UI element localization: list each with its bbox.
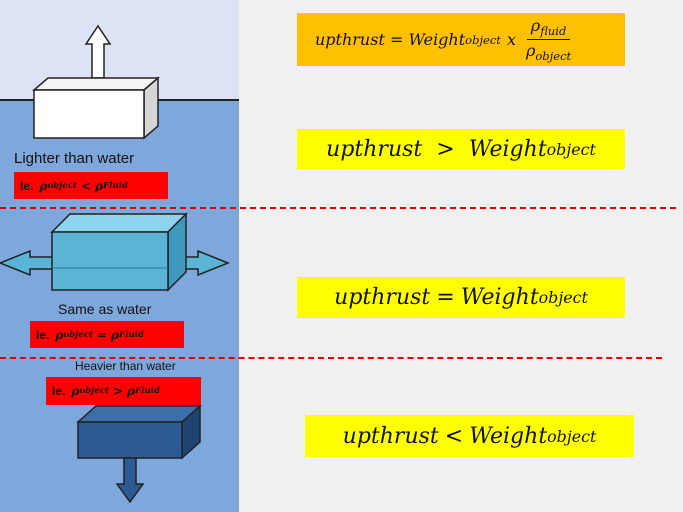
rho-symbol: ρ: [39, 178, 48, 193]
rho-symbol: ρ: [95, 178, 104, 193]
formula-times: x: [506, 30, 516, 49]
equation-operator: <: [444, 423, 464, 449]
down-arrow-icon: [115, 457, 145, 504]
caption-lighter: Lighter than water: [14, 150, 135, 167]
equation-operator: >: [436, 136, 455, 162]
equation-lhs: upthrust: [342, 423, 439, 449]
formula-lhs: upthrust = Weight: [315, 30, 466, 49]
equation-subscript: object: [546, 139, 596, 159]
rho-subscript: object: [535, 49, 572, 64]
caption-same: Same as water: [58, 301, 152, 317]
rho-subscript: object: [63, 329, 93, 340]
caption-heavier: Heavier than water: [75, 359, 176, 373]
floating-box: [31, 76, 161, 140]
equation-rhs: Weight: [468, 136, 547, 162]
formula-lhs-subscript: object: [465, 32, 501, 47]
neutral-box: [50, 212, 188, 292]
equation-rhs: Weight: [460, 285, 539, 310]
up-arrow-icon: [84, 24, 112, 79]
comparison-operator: >: [112, 384, 124, 398]
ie-label: Ie.: [52, 384, 66, 398]
equation-subscript: object: [547, 426, 597, 446]
equation-subscript: object: [538, 288, 588, 307]
ie-label: Ie.: [36, 327, 50, 342]
rho-subscript: object: [47, 180, 77, 191]
rho-symbol: ρ: [71, 384, 80, 398]
equation-rhs: Weight: [469, 423, 548, 449]
rho-symbol: ρ: [525, 41, 536, 60]
objects-drawing: [0, 24, 231, 504]
fraction-numerator: ρfluid: [526, 15, 571, 40]
rho-symbol: ρ: [530, 15, 541, 35]
rho-subscript: Fluid: [103, 180, 128, 191]
rho-subscript: object: [79, 386, 109, 396]
comparison-operator: =: [96, 327, 108, 342]
separator-dashed-line: [0, 207, 676, 209]
rho-symbol: ρ: [55, 327, 64, 342]
separator-dashed-line: [0, 357, 662, 359]
comparison-operator: <: [80, 178, 92, 193]
sinking-box: [76, 404, 202, 460]
rho-subscript: Fluid: [135, 386, 160, 396]
density-fraction: ρfluid ρobject: [522, 16, 575, 63]
fraction-denominator: ρobject: [522, 40, 575, 63]
equation-lhs: upthrust: [334, 285, 431, 310]
ie-label: Ie.: [20, 178, 34, 193]
rho-symbol: ρ: [111, 327, 120, 342]
rho-symbol: ρ: [127, 384, 136, 398]
equation-lhs: upthrust: [326, 136, 423, 162]
equation-operator: =: [436, 285, 455, 310]
rho-subscript: Fluid: [119, 329, 144, 340]
rho-subscript: fluid: [540, 24, 567, 38]
